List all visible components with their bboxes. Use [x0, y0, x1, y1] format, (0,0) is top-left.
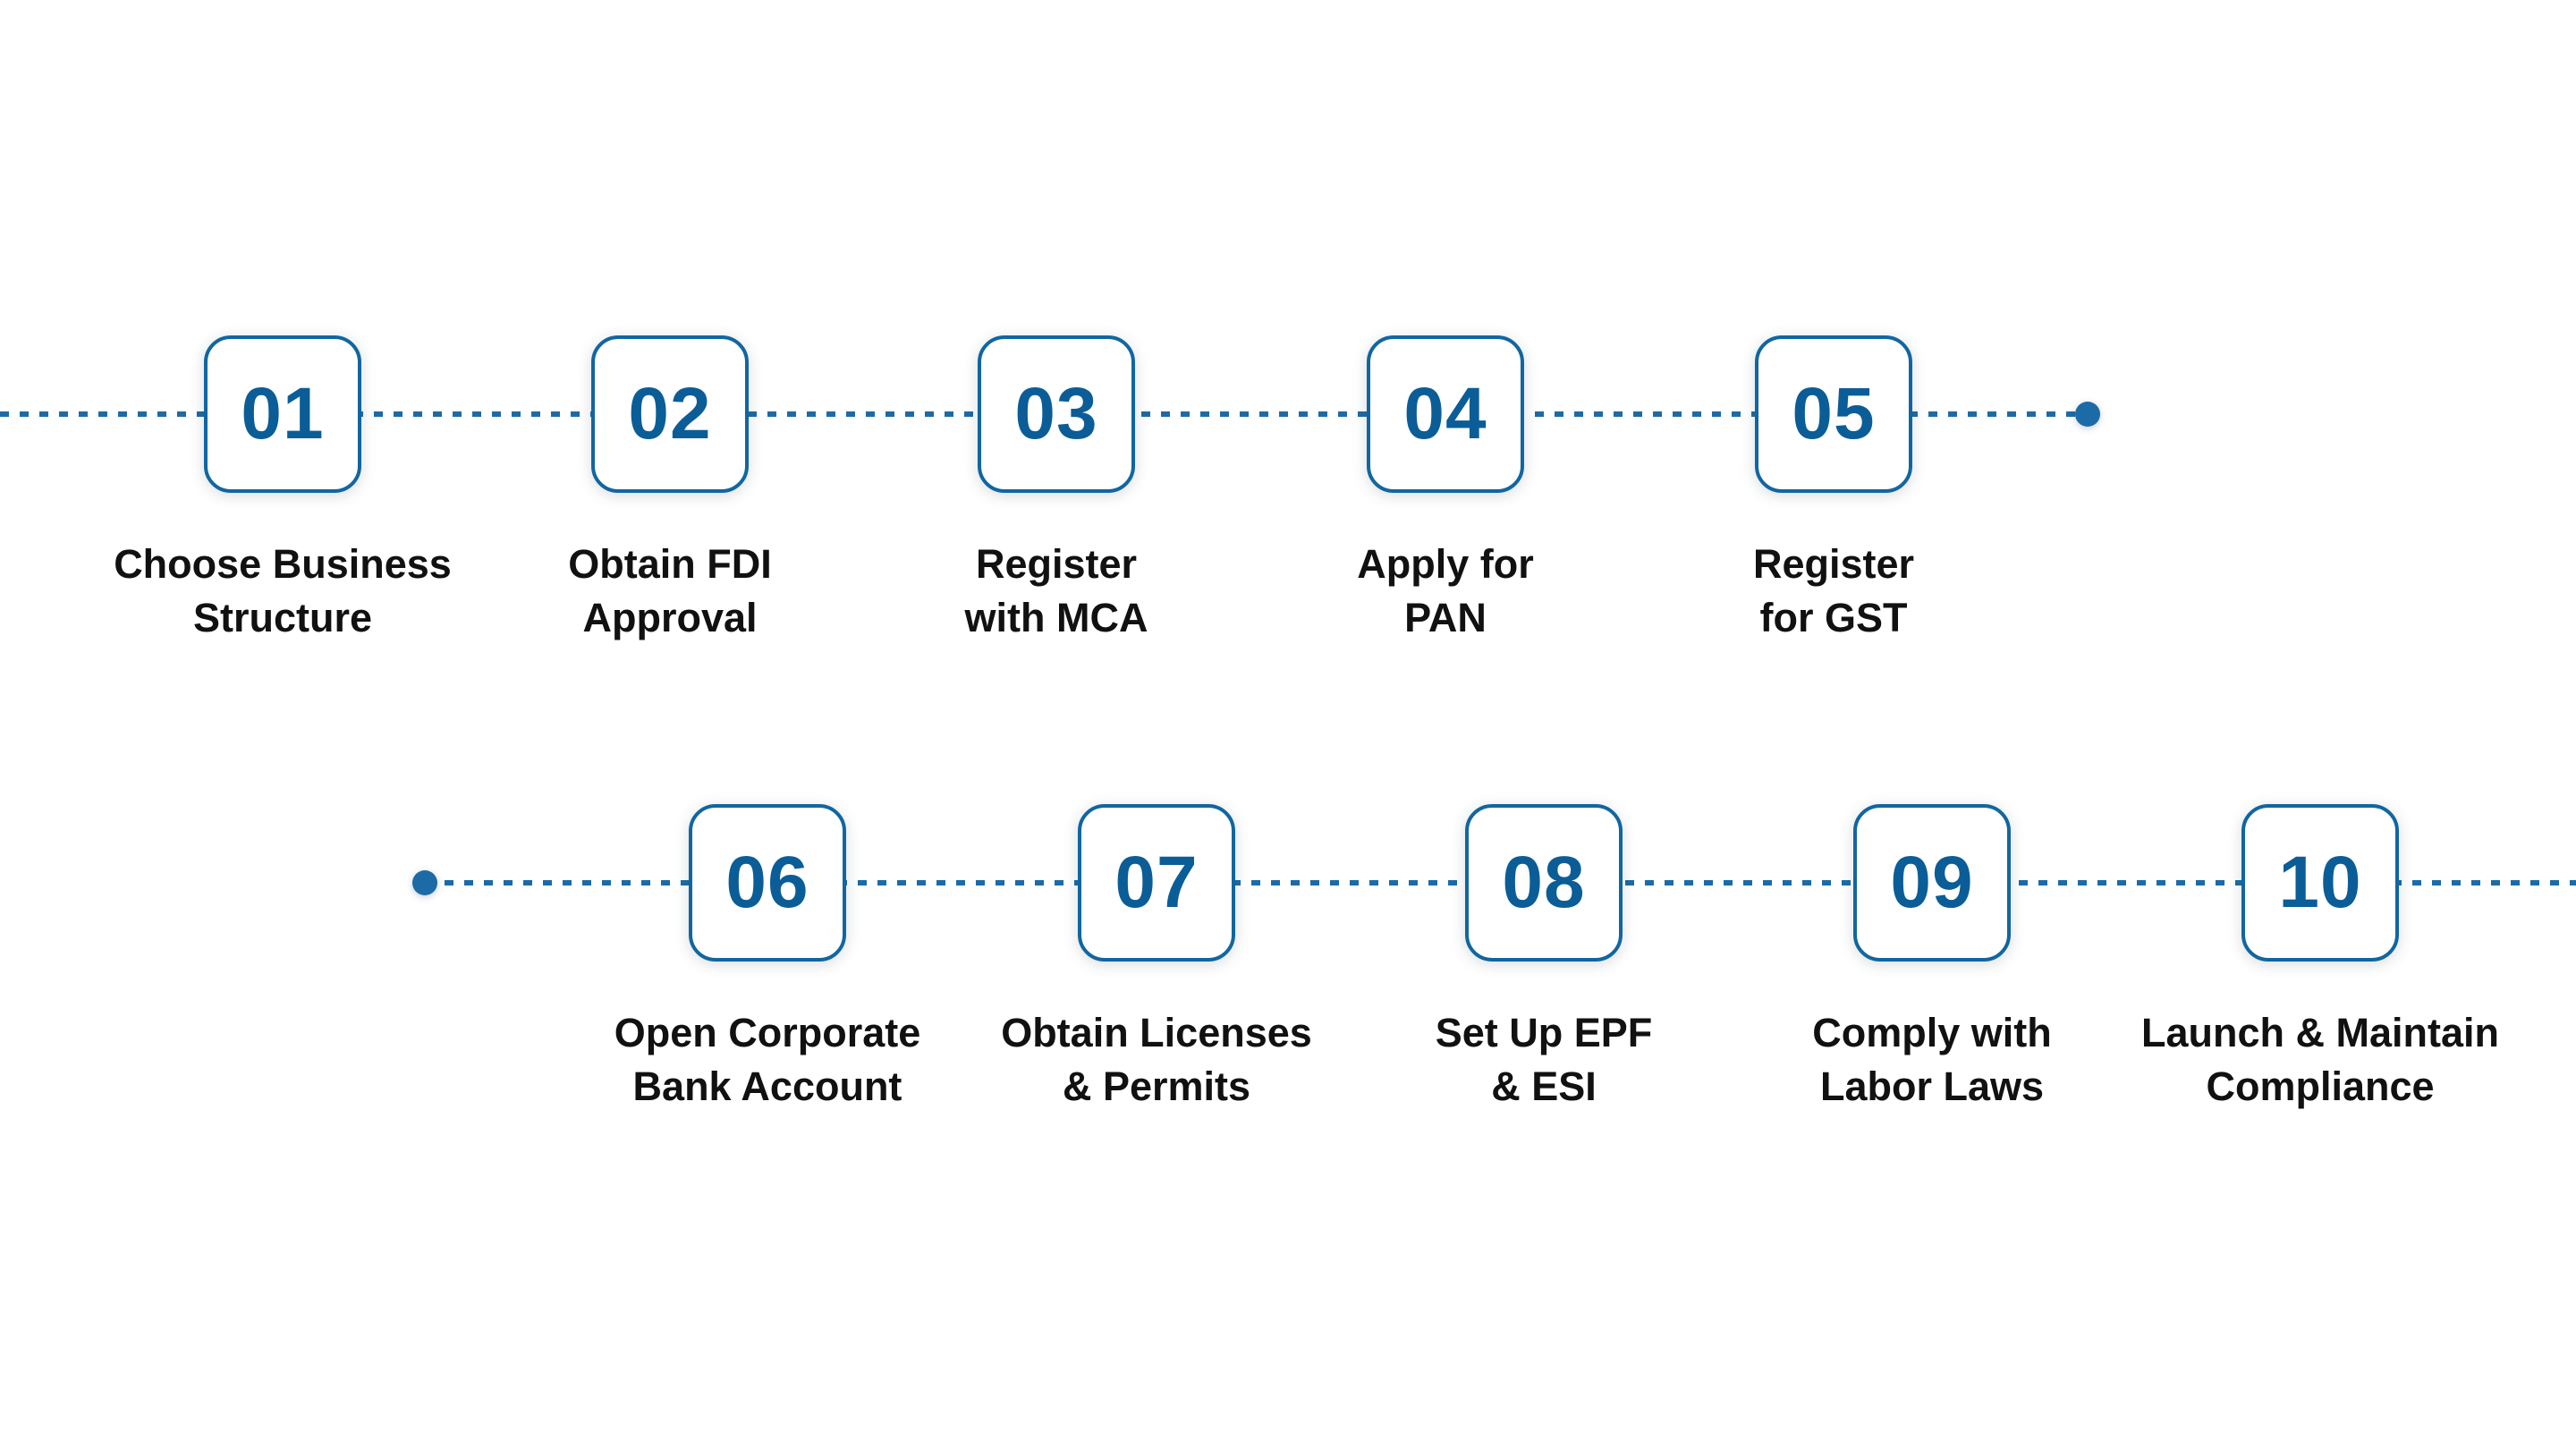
step-02-label: Obtain FDI Approval: [568, 541, 772, 640]
step-06-label: Open Corporate Bank Account: [614, 1010, 921, 1109]
step-06-number-box: 06: [689, 804, 846, 962]
step-07-label: Obtain Licenses & Permits: [1001, 1010, 1312, 1109]
step-07: 07 Obtain Licenses & Permits: [951, 804, 1362, 1114]
timeline-row-top: 01 Choose Business Structure 02 Obtain F…: [0, 335, 2576, 711]
step-05-number-box: 05: [1755, 335, 1912, 493]
step-05: 05 Register for GST: [1628, 335, 2039, 645]
step-04-label: Apply for PAN: [1357, 541, 1534, 640]
step-10-number: 10: [2278, 842, 2362, 923]
step-08-label: Set Up EPF & ESI: [1435, 1010, 1653, 1109]
step-09-number: 09: [1890, 842, 1974, 923]
step-07-number-box: 07: [1078, 804, 1235, 962]
step-04-number: 04: [1403, 373, 1487, 454]
timeline-end-dot-top: [2075, 402, 2100, 427]
step-01-label: Choose Business Structure: [114, 541, 452, 640]
step-04: 04 Apply for PAN: [1240, 335, 1651, 645]
step-06-number: 06: [725, 842, 809, 923]
step-02: 02 Obtain FDI Approval: [464, 335, 876, 645]
step-02-number: 02: [628, 373, 712, 454]
step-05-label: Register for GST: [1752, 541, 1915, 640]
step-02-number-box: 02: [591, 335, 749, 493]
step-01-number-box: 01: [204, 335, 361, 493]
step-08-number: 08: [1502, 842, 1586, 923]
step-08-number-box: 08: [1465, 804, 1623, 962]
step-07-number: 07: [1114, 842, 1199, 923]
step-10-number-box: 10: [2241, 804, 2399, 962]
step-06: 06 Open Corporate Bank Account: [562, 804, 973, 1114]
step-03-number: 03: [1014, 373, 1098, 454]
step-01-number: 01: [241, 373, 325, 454]
step-09-number-box: 09: [1853, 804, 2011, 962]
step-09: 09 Comply with Labor Laws: [1726, 804, 2138, 1114]
step-08: 08 Set Up EPF & ESI: [1338, 804, 1750, 1114]
step-03: 03 Register with MCA: [851, 335, 1262, 645]
step-05-number: 05: [1792, 373, 1876, 454]
step-03-number-box: 03: [978, 335, 1135, 493]
step-10-label: Launch & Maintain Compliance: [2140, 1010, 2499, 1109]
step-09-label: Comply with Labor Laws: [1812, 1010, 2052, 1109]
step-03-label: Register with MCA: [964, 541, 1148, 640]
step-04-number-box: 04: [1367, 335, 1524, 493]
step-10: 10 Launch & Maintain Compliance: [2114, 804, 2526, 1114]
timeline-start-dot-bottom: [412, 870, 437, 895]
timeline-row-bottom: 06 Open Corporate Bank Account 07 Obtain…: [0, 804, 2576, 1180]
step-01: 01 Choose Business Structure: [77, 335, 488, 645]
